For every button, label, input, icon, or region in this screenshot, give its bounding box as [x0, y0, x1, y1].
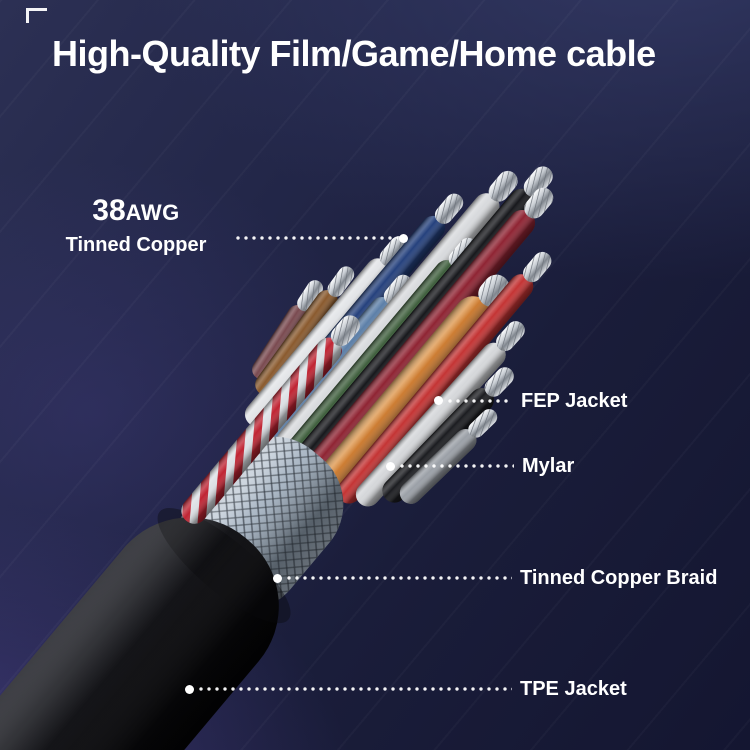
- awg-unit: AWG: [125, 200, 180, 225]
- leader-dot-fep: [434, 396, 443, 405]
- callout-copper-braid: Tinned Copper Braid: [520, 567, 718, 589]
- callout-tpe-jacket: TPE Jacket: [520, 678, 627, 700]
- wire-shape: [305, 187, 554, 479]
- wire-shape: [266, 274, 413, 445]
- leader-line-fep: [448, 399, 512, 403]
- wire-shape: [244, 236, 409, 427]
- awg-value: 38: [92, 194, 126, 227]
- callout-awg: 38AWG Tinned Copper: [38, 194, 234, 258]
- wire-shape: [255, 266, 355, 396]
- page-title: High-Quality Film/Game/Home cable: [52, 33, 656, 74]
- corner-mark: [26, 8, 47, 23]
- wire-shape: [295, 166, 553, 470]
- tpe-jacket-shape: [0, 508, 291, 750]
- leader-dot-braid: [273, 574, 282, 583]
- callout-fep-jacket: FEP Jacket: [521, 390, 628, 412]
- awg-material-label: Tinned Copper: [65, 234, 207, 256]
- mylar-striped-wire-shape: [181, 315, 360, 524]
- wire-shape: [252, 280, 323, 380]
- wire-shape: [382, 367, 514, 503]
- leader-line-mylar: [400, 464, 514, 468]
- leader-dot-tpe: [185, 685, 194, 694]
- wire-shape: [336, 251, 552, 504]
- leader-dot-mylar: [386, 462, 395, 471]
- leader-line-braid: [287, 576, 512, 580]
- leader-line-awg: [236, 236, 398, 240]
- leader-line-tpe: [199, 687, 512, 691]
- callout-mylar: Mylar: [522, 455, 575, 477]
- leader-dot-awg: [399, 234, 408, 243]
- awg-size-label: 38AWG: [38, 194, 234, 230]
